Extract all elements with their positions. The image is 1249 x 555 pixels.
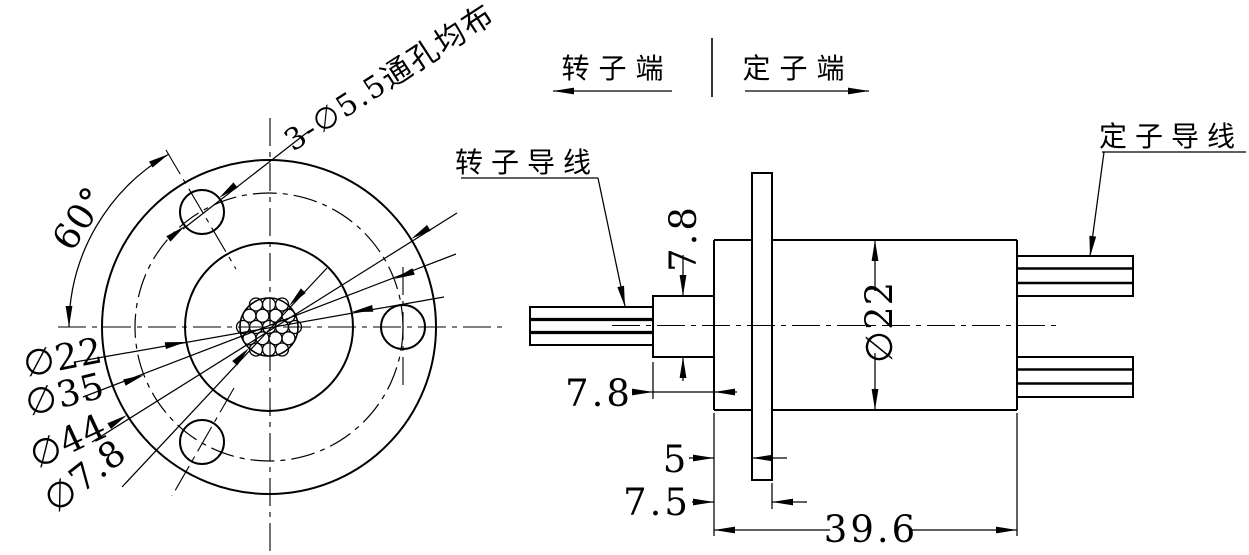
rotor-end-label: 转子端 <box>561 53 672 84</box>
arrowhead <box>289 288 306 306</box>
arrowhead <box>752 454 773 462</box>
arrowhead <box>714 388 735 396</box>
arrowhead <box>871 389 879 410</box>
bolt-circle-dashed <box>134 192 404 462</box>
rotor-wire-label: 转子导线 <box>455 147 599 178</box>
rotor-wire-leader <box>597 177 626 307</box>
left-arrow-icon <box>553 87 574 95</box>
arrowhead <box>166 226 185 242</box>
arrowhead <box>871 240 879 261</box>
arrowhead <box>219 182 238 198</box>
body-circle <box>184 242 354 412</box>
shaft-height-dim: 7.8 <box>662 204 705 272</box>
right-arrow-icon <box>848 87 869 95</box>
dia-flange-leader <box>91 212 458 443</box>
bolt-hole-bottom-left <box>179 419 225 465</box>
bottom-left-hole-centerline <box>171 387 235 497</box>
arrowhead <box>996 526 1017 534</box>
wire-bundle-circles <box>235 297 303 357</box>
arrowhead <box>617 285 625 307</box>
flange-offset-dim: 5 <box>663 438 690 481</box>
mounting-flange <box>751 172 773 481</box>
arrowhead <box>232 348 249 366</box>
orientation-header: 转子端 定子端 <box>553 38 869 97</box>
stator-wire-bundle-top <box>1016 255 1134 297</box>
arrowhead <box>352 304 374 312</box>
stator-wire-label: 定子导线 <box>1099 121 1243 152</box>
bolt-hole-top-left <box>179 189 225 235</box>
arrowhead <box>164 342 186 350</box>
body-dia-dim: ∅22 <box>858 281 901 363</box>
arrowhead <box>123 375 144 386</box>
top-left-hole-centerline <box>165 149 237 270</box>
arrowhead <box>1089 235 1097 257</box>
hole-callout-label: 3-∅5.5通孔均布 <box>278 0 501 159</box>
body-length-dim: 39.6 <box>824 508 918 551</box>
arrowhead <box>149 154 169 168</box>
arrowhead <box>65 306 73 327</box>
hole-callout-leader <box>182 130 310 230</box>
flange-outer-circle <box>101 159 437 495</box>
arrowhead <box>107 415 127 430</box>
shaft-length-dim: 7.8 <box>565 372 633 415</box>
arrowhead <box>693 498 714 506</box>
bolt-hole-right <box>380 304 426 350</box>
flange-total-offset-dim: 7.5 <box>623 481 691 524</box>
arrowhead <box>394 268 415 279</box>
side-view: 转子导线 定子导线 7.8 7.8 5 7.5 <box>455 121 1246 551</box>
dia-bolt-circle-leader <box>82 253 457 398</box>
arrowhead <box>714 526 735 534</box>
angle-dim-label: 60° <box>45 180 116 258</box>
angle-dimension-arc <box>68 153 170 328</box>
arrowhead <box>772 498 793 506</box>
dia-wire-hole-leader <box>121 267 328 488</box>
arrowhead <box>679 275 687 296</box>
stator-wire-bundle-bottom <box>1016 356 1134 398</box>
arrowhead <box>679 357 687 378</box>
arrowhead <box>632 388 653 396</box>
front-view: 60° 3-∅5.5通孔均布 ∅22 ∅35 ∅44 ∅7.8 <box>20 0 503 552</box>
arrowhead <box>411 224 431 239</box>
arrowhead <box>693 454 714 462</box>
stator-end-label: 定子端 <box>742 53 853 84</box>
rotor-shaft <box>652 295 715 358</box>
